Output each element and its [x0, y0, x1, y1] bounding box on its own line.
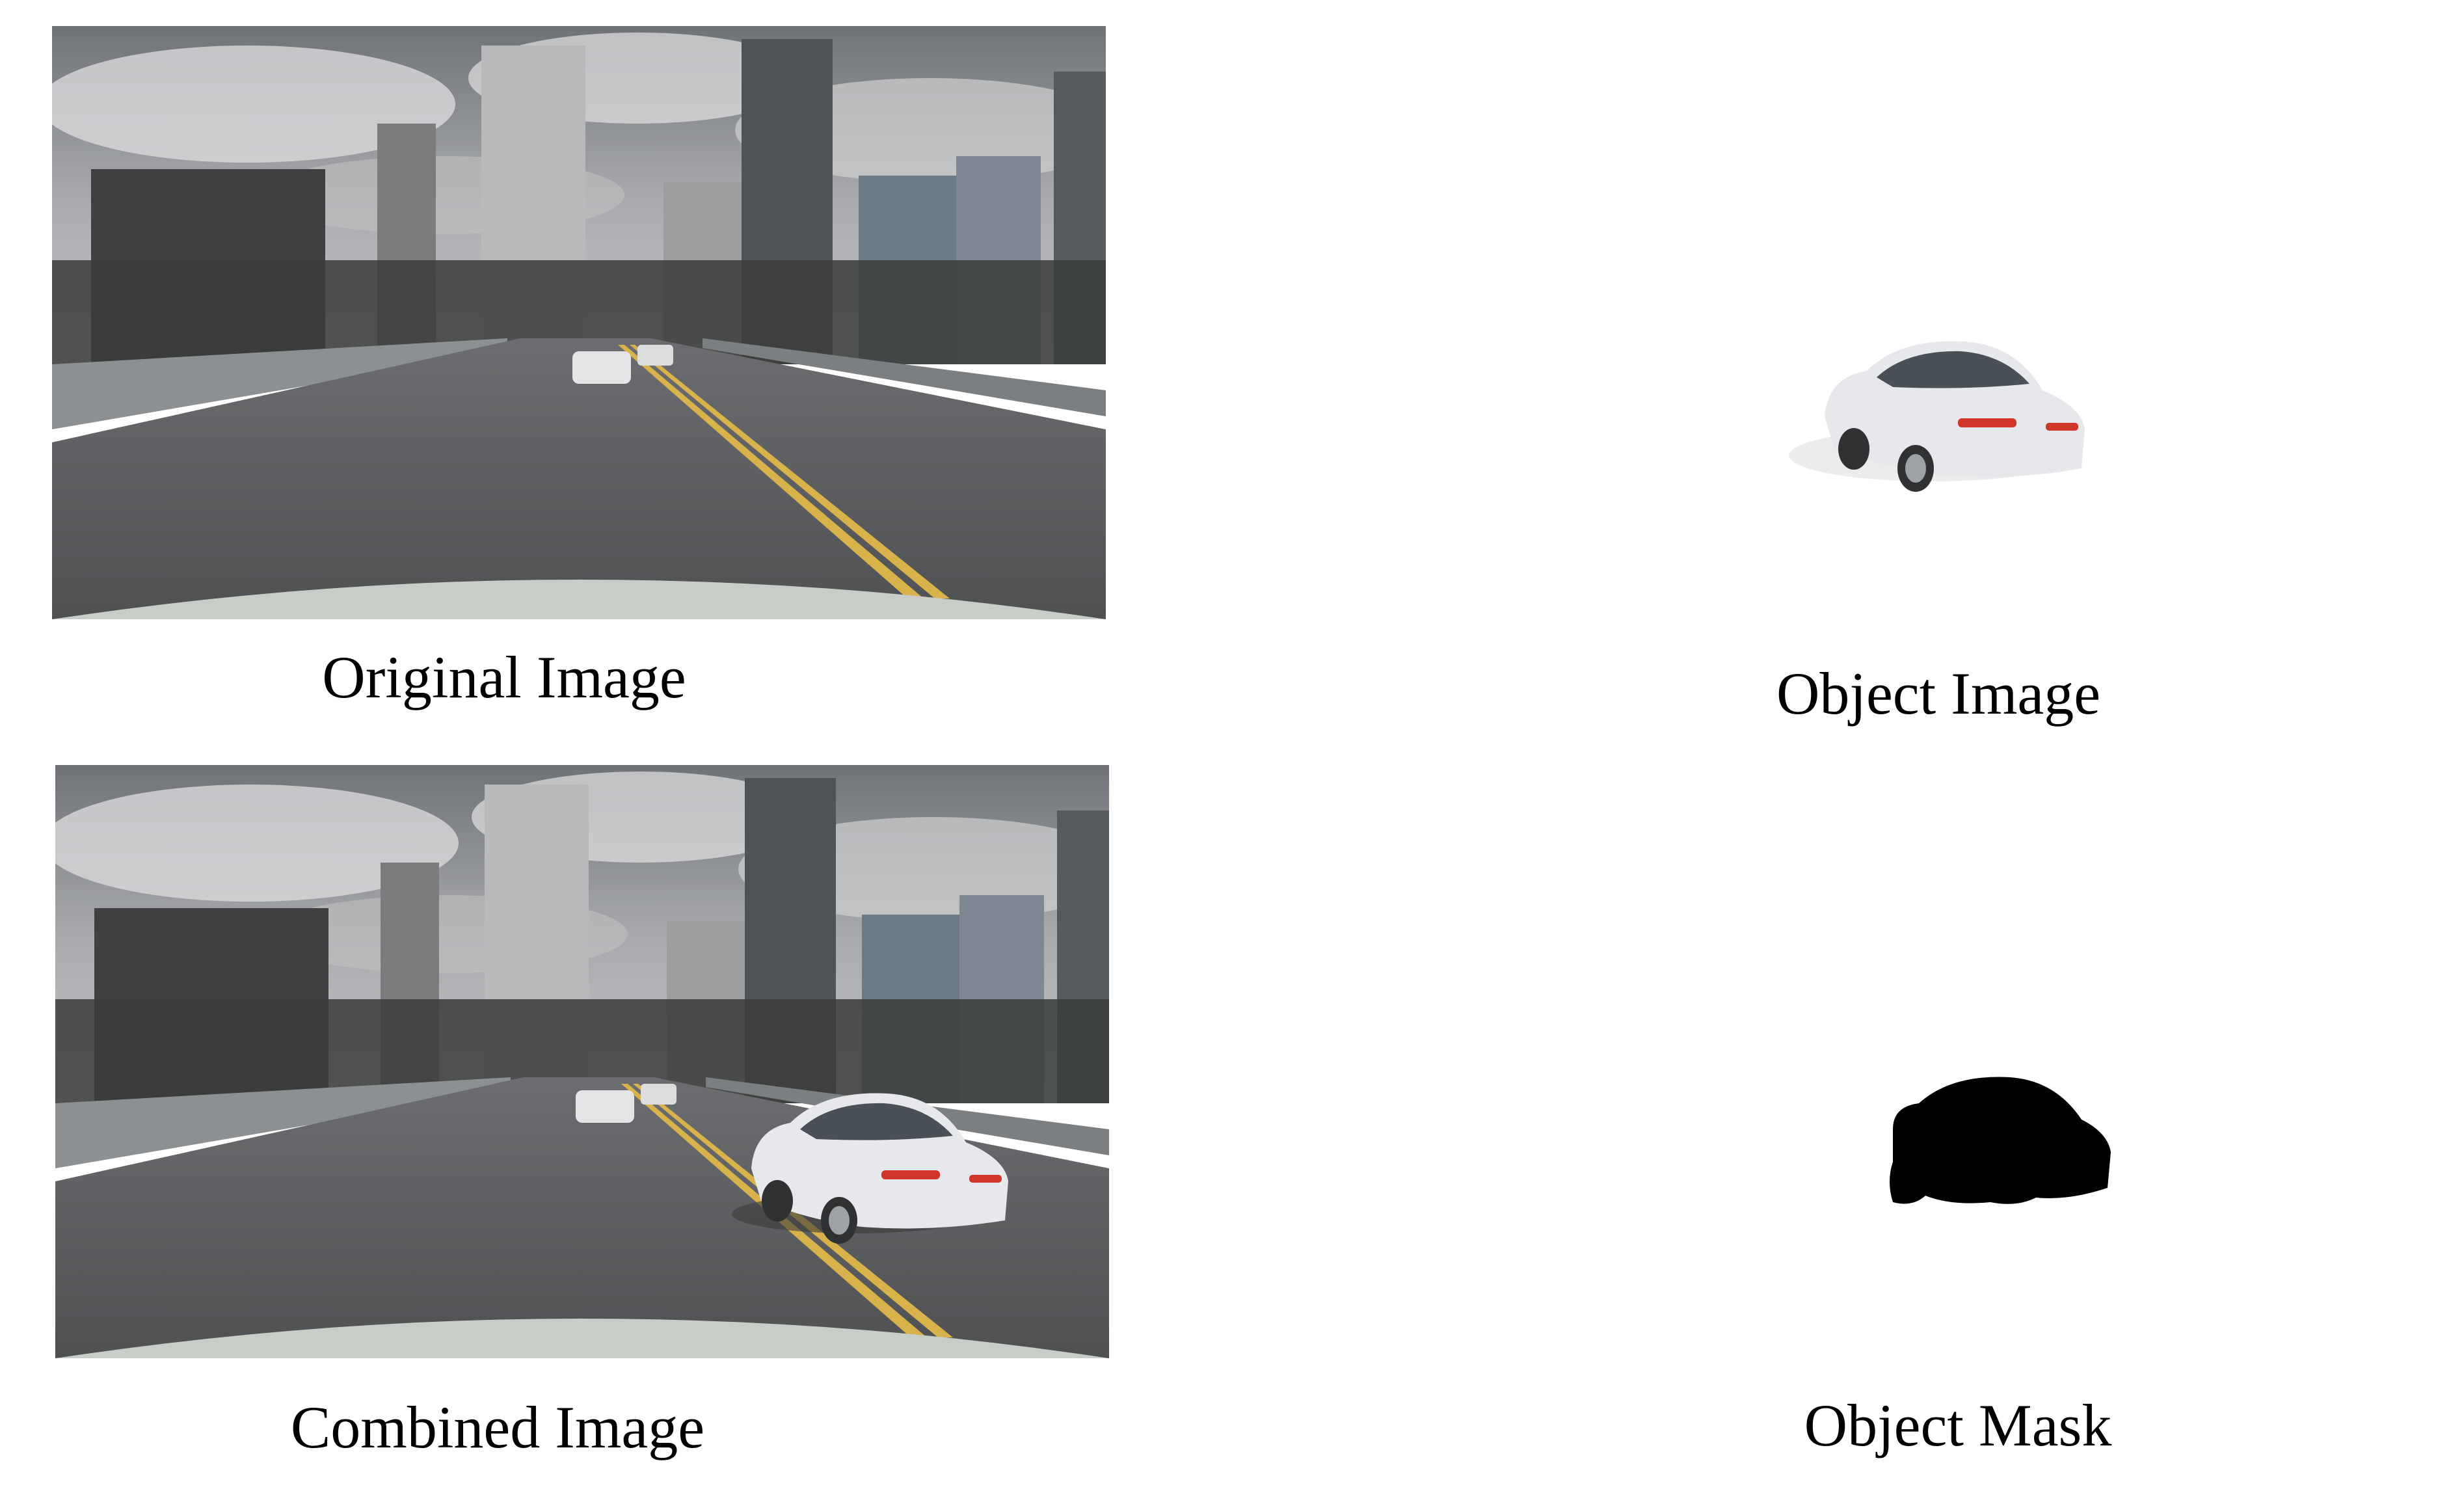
object-mask-silhouette	[1145, 765, 2192, 1358]
object-image-panel	[1145, 26, 2192, 619]
original-image-panel	[52, 26, 1106, 619]
object-car-render	[1145, 26, 2192, 619]
object-image-caption: Object Image	[1776, 660, 2101, 727]
combined-image-panel	[55, 765, 1109, 1358]
combined-street-photo	[55, 765, 1109, 1358]
object-mask-caption: Object Mask	[1804, 1392, 2112, 1458]
object-mask-panel	[1145, 765, 2192, 1358]
original-street-photo	[52, 26, 1106, 619]
combined-image-caption: Combined Image	[290, 1394, 705, 1460]
original-image-caption: Original Image	[322, 644, 686, 710]
